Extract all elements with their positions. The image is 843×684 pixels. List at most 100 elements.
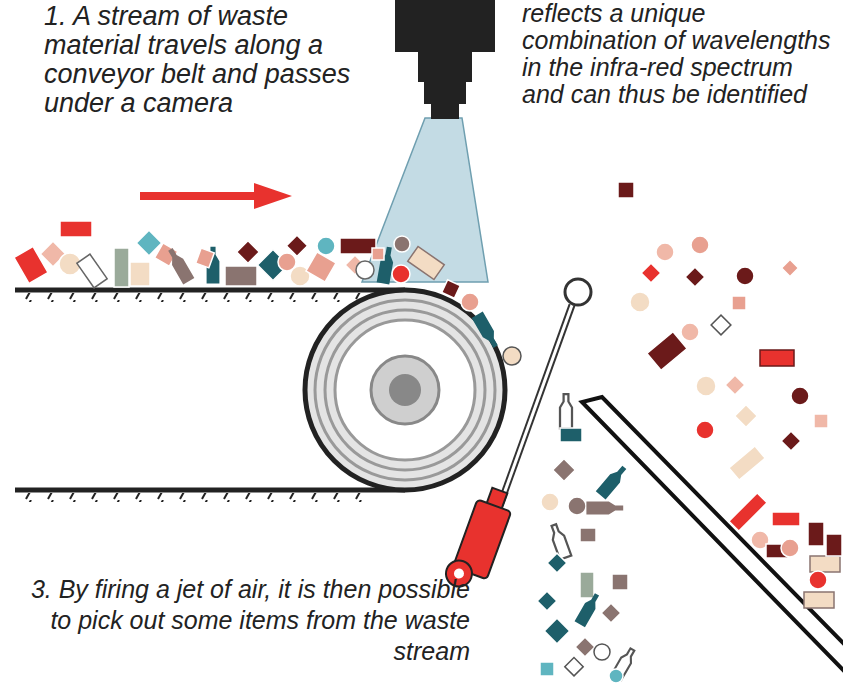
waste-items-remaining — [736, 267, 754, 285]
waste-items-remaining — [732, 296, 746, 310]
waste-items-remaining — [729, 493, 767, 531]
waste-items-remaining — [681, 323, 699, 341]
waste-items-picked — [580, 528, 596, 542]
waste-items-picked — [565, 658, 583, 676]
waste-items-picked — [580, 572, 594, 598]
waste-items-on-belt — [196, 248, 215, 268]
air-jet-nozzle — [442, 279, 591, 595]
waste-items-picked — [544, 618, 569, 643]
waste-items-remaining — [618, 182, 634, 198]
waste-items-remaining — [711, 315, 731, 335]
waste-items-picked — [601, 603, 621, 623]
waste-items-on-belt — [225, 266, 257, 286]
waste-items-picked — [548, 523, 571, 560]
waste-items-remaining — [685, 267, 705, 287]
roller — [325, 310, 485, 470]
conveyor-belt — [15, 288, 405, 293]
waste-items-remaining — [781, 431, 801, 451]
waste-items-on-belt — [165, 246, 194, 284]
waste-items-picked — [612, 574, 628, 590]
roller — [315, 300, 495, 480]
waste-items-picked — [596, 463, 629, 499]
light-beam — [362, 118, 488, 282]
air-jet-nozzle — [565, 279, 591, 305]
waste-items-on-belt — [317, 237, 335, 255]
waste-items-on-belt — [356, 261, 374, 279]
waste-items-on-belt — [472, 312, 501, 350]
waste-items-picked — [537, 394, 637, 683]
camera — [395, 0, 495, 119]
waste-items-on-belt — [372, 248, 384, 260]
waste-items-remaining — [810, 556, 840, 572]
waste-items-remaining — [725, 375, 745, 395]
waste-items-picked — [560, 428, 582, 442]
waste-items-on-belt — [340, 238, 376, 254]
direction-arrow — [254, 183, 292, 209]
waste-items-picked — [537, 591, 557, 611]
waste-items-on-belt — [114, 248, 129, 287]
waste-items-remaining — [691, 236, 709, 254]
waste-items-on-belt — [237, 241, 260, 264]
waste-items-remaining — [809, 571, 827, 589]
waste-items-picked — [540, 662, 554, 676]
chute — [582, 397, 843, 672]
waste-items-picked — [609, 669, 623, 683]
waste-items-on-belt — [392, 265, 410, 283]
annotation-text: reflects a unique combination of wavelen… — [522, 0, 840, 108]
waste-items-remaining — [760, 350, 794, 366]
waste-items-on-belt — [442, 280, 461, 299]
waste-items-remaining — [804, 592, 834, 608]
roller — [389, 374, 421, 406]
waste-items-remaining — [782, 260, 799, 277]
waste-items-remaining — [696, 421, 714, 439]
waste-items-picked — [541, 493, 559, 511]
camera — [418, 52, 472, 82]
camera — [424, 82, 466, 104]
waste-items-on-belt — [14, 221, 521, 365]
waste-items-remaining — [781, 539, 799, 557]
camera — [431, 104, 459, 119]
waste-items-remaining — [808, 522, 824, 546]
annotation-text: 1. A stream of waste material travels al… — [44, 2, 389, 118]
waste-items-remaining — [826, 534, 842, 556]
waste-items-on-belt — [408, 246, 445, 279]
roller — [335, 320, 475, 460]
roller — [305, 290, 505, 490]
camera — [395, 0, 495, 52]
conveyor-belt — [15, 493, 375, 502]
waste-items-remaining — [735, 405, 758, 428]
conveyor-belt — [15, 488, 405, 493]
light-beam — [362, 118, 488, 282]
waste-items-picked — [594, 644, 610, 660]
waste-items-remaining — [772, 512, 800, 526]
chute — [582, 397, 843, 672]
waste-items-on-belt — [130, 262, 150, 286]
waste-items-remaining — [618, 182, 842, 608]
waste-items-on-belt — [286, 235, 307, 256]
waste-items-remaining — [791, 387, 809, 405]
direction-arrow — [140, 183, 292, 209]
waste-items-picked — [568, 497, 586, 515]
waste-items-remaining — [647, 332, 687, 371]
waste-items-on-belt — [306, 252, 336, 282]
direction-arrow — [140, 192, 258, 200]
waste-items-remaining — [641, 263, 661, 283]
conveyor-belt — [15, 293, 395, 302]
annotation-text: 3. By firing a jet of air, it is then po… — [18, 574, 470, 667]
waste-items-picked — [547, 553, 567, 573]
waste-items-on-belt — [60, 221, 92, 237]
waste-items-on-belt — [503, 347, 521, 365]
waste-items-on-belt — [461, 293, 479, 311]
waste-items-picked — [560, 394, 572, 429]
waste-items-picked — [553, 459, 576, 482]
waste-items-remaining — [696, 376, 716, 396]
waste-items-picked — [575, 637, 595, 657]
roller — [305, 290, 505, 490]
roller — [371, 356, 439, 424]
waste-items-remaining — [656, 243, 674, 261]
waste-items-picked — [586, 502, 623, 515]
waste-items-on-belt — [394, 236, 410, 252]
waste-items-picked — [575, 591, 603, 627]
